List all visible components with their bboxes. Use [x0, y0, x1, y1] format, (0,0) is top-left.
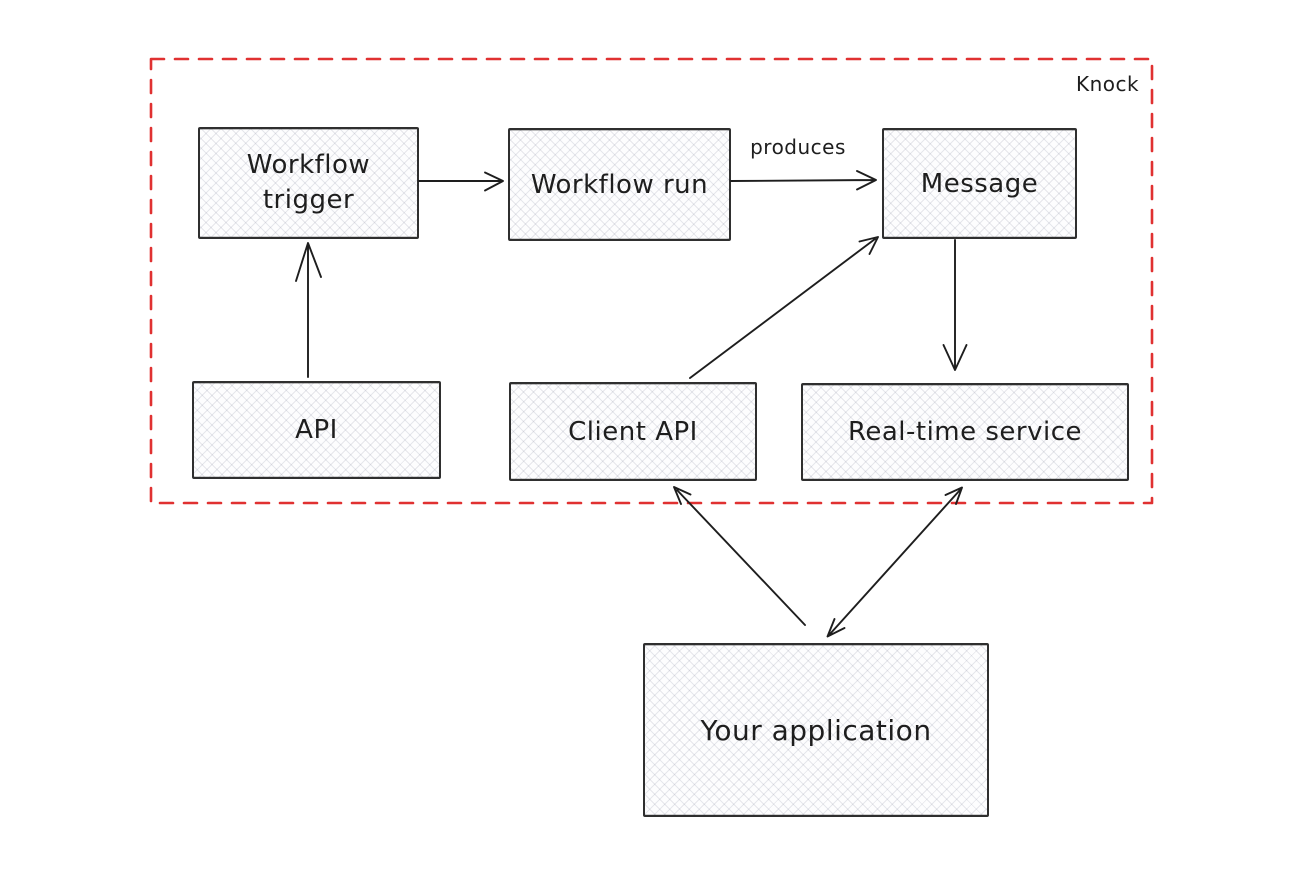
node-label-workflow-trigger: Workflow trigger: [246, 149, 371, 215]
node-workflow-run: Workflow run: [508, 128, 731, 241]
node-label-realtime-service: Real-time service: [847, 417, 1083, 447]
node-label-message: Message: [920, 168, 1039, 199]
edge-label-produces: produces: [750, 135, 846, 159]
arrow-workflow-trigger-to-workflow-run: [418, 171, 504, 192]
node-label-api: API: [295, 415, 338, 445]
node-workflow-trigger: Workflow trigger: [198, 127, 419, 239]
node-client-api: Client API: [509, 382, 757, 481]
arrow-client-api-to-message: [689, 236, 879, 379]
node-message: Message: [882, 128, 1077, 239]
arrow-api-to-workflow-trigger: [295, 242, 322, 378]
boundary-label-knock: Knock: [1076, 72, 1140, 96]
node-label-your-application: Your application: [700, 713, 932, 747]
node-label-client-api: Client API: [568, 416, 698, 447]
arrow-message-to-realtime-service: [942, 239, 968, 371]
node-label-workflow-run: Workflow run: [530, 169, 709, 200]
arrow-your-application-to-client-api: [673, 486, 806, 626]
arrow-your-application-to-realtime-service: [826, 486, 963, 638]
node-api: API: [192, 381, 441, 479]
node-your-application: Your application: [643, 643, 989, 817]
node-realtime-service: Real-time service: [801, 383, 1129, 481]
arrow-workflow-run-to-message: [730, 170, 877, 191]
